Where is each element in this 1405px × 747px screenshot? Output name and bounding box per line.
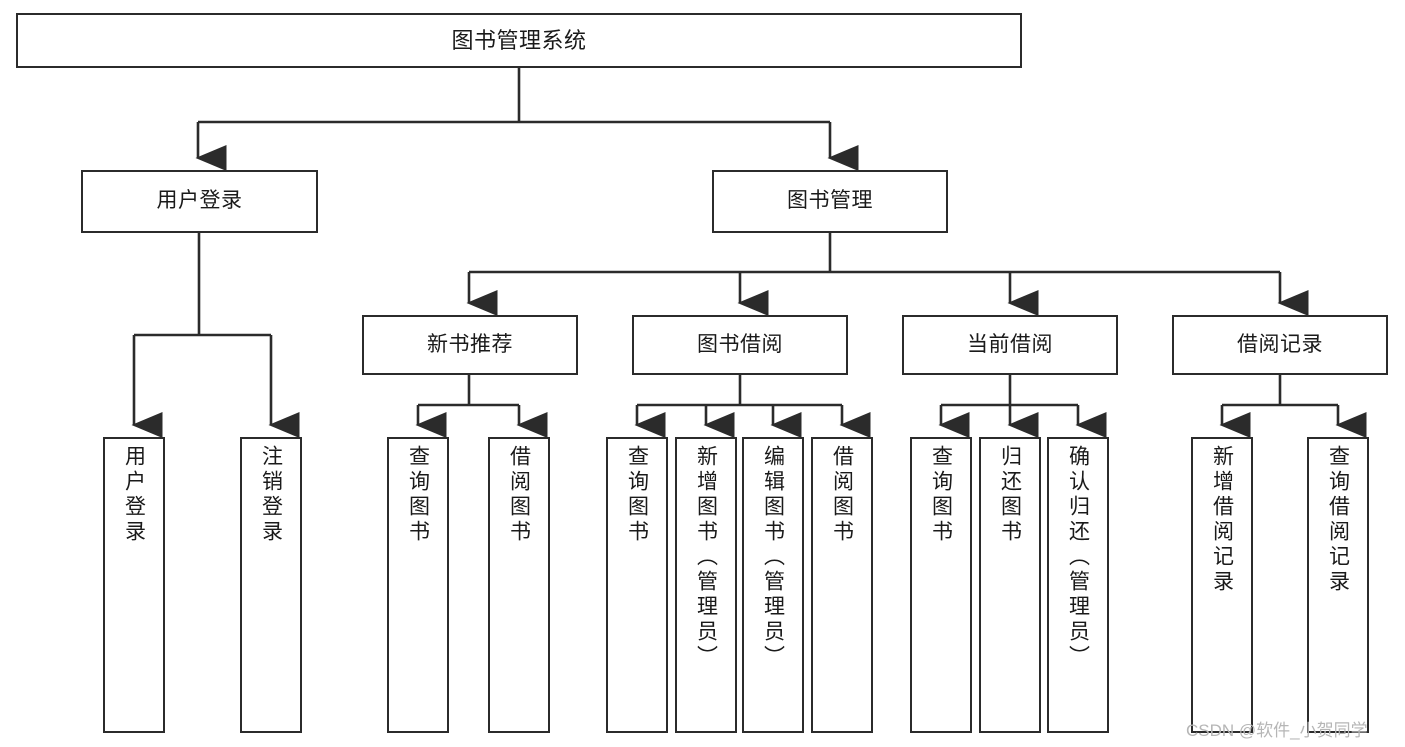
- node-user-login[interactable]: 用户登录: [81, 170, 318, 233]
- csdn-watermark: CSDN @软件_小贺同学: [1186, 721, 1368, 740]
- leaf-user-logout[interactable]: 注销登录: [240, 437, 302, 733]
- leaf-return-book-label: 归还图书: [998, 445, 1022, 545]
- node-book-borrow-label: 图书借阅: [697, 332, 783, 356]
- node-new-book-recommend-label: 新书推荐: [427, 332, 513, 356]
- leaf-borrow-book-2-label: 借阅图书: [830, 445, 854, 545]
- node-current-borrow[interactable]: 当前借阅: [902, 315, 1118, 375]
- node-new-book-recommend[interactable]: 新书推荐: [362, 315, 578, 375]
- leaf-add-record-label: 新增借阅记录: [1210, 445, 1234, 595]
- node-root-label: 图书管理系统: [451, 27, 587, 53]
- leaf-add-book[interactable]: 新增图书（管理员）: [675, 437, 737, 733]
- node-borrow-record[interactable]: 借阅记录: [1172, 315, 1388, 375]
- leaf-user-login[interactable]: 用户登录: [103, 437, 165, 733]
- leaf-query-book-1[interactable]: 查询图书: [387, 437, 449, 733]
- leaf-query-book-3-label: 查询图书: [929, 445, 953, 545]
- leaf-query-book-1-label: 查询图书: [406, 445, 430, 545]
- leaf-edit-book[interactable]: 编辑图书（管理员）: [742, 437, 804, 733]
- leaf-confirm-return-label: 确认归还（管理员）: [1066, 445, 1090, 670]
- node-root-book-management-system[interactable]: 图书管理系统: [16, 13, 1022, 68]
- node-user-login-label: 用户登录: [156, 189, 243, 213]
- leaf-add-record[interactable]: 新增借阅记录: [1191, 437, 1253, 733]
- leaf-user-logout-label: 注销登录: [259, 445, 283, 545]
- leaf-edit-book-label: 编辑图书（管理员）: [761, 445, 785, 670]
- node-current-borrow-label: 当前借阅: [967, 332, 1053, 356]
- leaf-return-book[interactable]: 归还图书: [979, 437, 1041, 733]
- leaf-borrow-book-1[interactable]: 借阅图书: [488, 437, 550, 733]
- leaf-query-book-2[interactable]: 查询图书: [606, 437, 668, 733]
- leaf-user-login-label: 用户登录: [122, 445, 146, 545]
- node-book-borrow[interactable]: 图书借阅: [632, 315, 848, 375]
- node-borrow-record-label: 借阅记录: [1237, 332, 1323, 356]
- leaf-confirm-return[interactable]: 确认归还（管理员）: [1047, 437, 1109, 733]
- leaf-query-record-label: 查询借阅记录: [1326, 445, 1350, 595]
- leaf-borrow-book-2[interactable]: 借阅图书: [811, 437, 873, 733]
- node-book-manage-label: 图书管理: [787, 189, 873, 213]
- node-book-manage[interactable]: 图书管理: [712, 170, 948, 233]
- leaf-query-book-3[interactable]: 查询图书: [910, 437, 972, 733]
- leaf-query-record[interactable]: 查询借阅记录: [1307, 437, 1369, 733]
- leaf-borrow-book-1-label: 借阅图书: [507, 445, 531, 545]
- leaf-add-book-label: 新增图书（管理员）: [694, 445, 718, 670]
- leaf-query-book-2-label: 查询图书: [625, 445, 649, 545]
